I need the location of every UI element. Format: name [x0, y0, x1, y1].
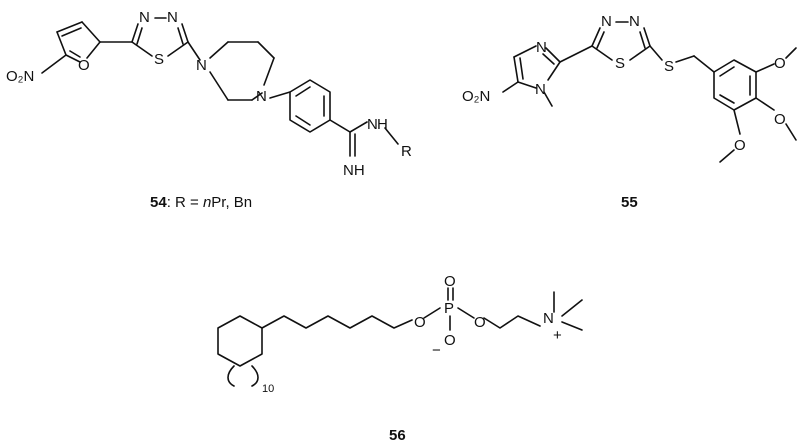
oxide-oxygen-label: O — [444, 332, 456, 349]
thiadiazole-nitrogen-2-label: N — [629, 13, 640, 30]
oxide-negative-charge: − — [432, 342, 441, 359]
imidazole-nitrogen-3-label: N — [536, 39, 547, 56]
compound-54-bonds — [41, 17, 399, 157]
furan-oxygen-label: O — [78, 57, 90, 74]
phosphorus-label: P — [444, 300, 454, 317]
compound-54-caption-r: : R = — [167, 194, 203, 211]
piperazine-nitrogen-1-label: N — [196, 57, 207, 74]
ammonium-positive-charge: + — [553, 327, 562, 344]
methoxy-oxygen-1-label: O — [774, 55, 786, 72]
compound-54-number: 54 — [150, 194, 167, 211]
compound-55: O₂N N N N N S S O O O 55 — [462, 13, 797, 211]
thiadiazole-sulfur-label: S — [615, 55, 625, 72]
compound-54: O₂N O N N S N N N H R NH 54: R = nPr, Bn — [6, 9, 412, 211]
compound-56-atoms: O P O O − O N + 10 — [262, 273, 562, 395]
amidine-r-group-label: R — [401, 143, 412, 160]
compound-55-number: 55 — [621, 194, 638, 211]
thioether-sulfur-label: S — [664, 58, 674, 75]
amidine-hydrogen-label: H — [377, 116, 388, 133]
imidazole-nitrogen-1-label: N — [535, 81, 546, 98]
nitro-group-label: O₂N — [6, 68, 34, 85]
piperazine-nitrogen-2-label: N — [256, 88, 267, 105]
thiadiazole-nitrogen-2-label: N — [167, 9, 178, 26]
methoxy-oxygen-3-label: O — [734, 137, 746, 154]
ring-repeat-subscript: 10 — [262, 383, 274, 395]
phosphoryl-oxygen-label: O — [444, 273, 456, 290]
thiadiazole-nitrogen-1-label: N — [139, 9, 150, 26]
imine-nh-label: NH — [343, 162, 365, 179]
ammonium-nitrogen-label: N — [543, 310, 554, 327]
compound-56-bonds — [217, 287, 583, 387]
methoxy-oxygen-2-label: O — [774, 111, 786, 128]
ester-oxygen-2-label: O — [474, 314, 486, 331]
compound-56-number: 56 — [389, 427, 406, 444]
nitro-group-label: O₂N — [462, 88, 490, 105]
compound-54-caption: 54: R = nPr, Bn — [150, 194, 252, 211]
compound-54-caption-italic: n — [203, 194, 211, 211]
amidine-nitrogen-label: N — [367, 116, 378, 133]
compound-55-atoms: O₂N N N N N S S O O O — [462, 13, 786, 154]
ester-oxygen-1-label: O — [414, 314, 426, 331]
thiadiazole-nitrogen-1-label: N — [601, 13, 612, 30]
compound-55-bonds — [502, 21, 797, 163]
thiadiazole-sulfur-label: S — [154, 51, 164, 68]
compound-54-atoms: O₂N O N N S N N N H R NH — [6, 9, 412, 179]
compound-54-caption-tail: Pr, Bn — [211, 194, 252, 211]
compound-56: O P O O − O N + 10 56 — [217, 273, 583, 444]
